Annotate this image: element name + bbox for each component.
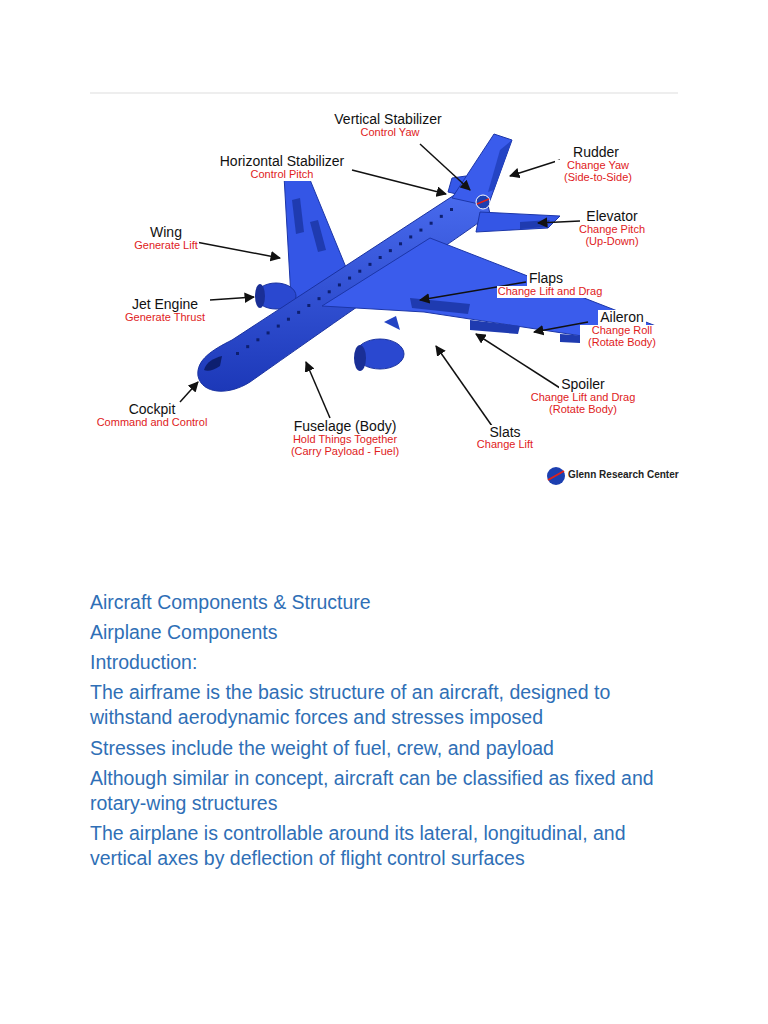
nasa-logo: [547, 467, 565, 485]
window: [450, 208, 453, 211]
window: [246, 345, 249, 348]
window: [430, 222, 433, 225]
window: [267, 331, 270, 334]
part-function: Control Pitch: [250, 169, 315, 181]
document-text: Airplane Components: [90, 620, 680, 645]
part-name: Aileron: [598, 310, 646, 325]
window: [409, 235, 412, 238]
nasa-meatball: [547, 467, 565, 485]
leader-arrow: [476, 334, 560, 388]
window: [297, 311, 300, 314]
part-function: Control Yaw: [360, 127, 421, 139]
document-text: The airframe is the basic structure of a…: [90, 680, 680, 731]
document-text: Although similar in concept, aircraft ca…: [90, 766, 680, 817]
window: [389, 249, 392, 252]
right-engine-intake: [354, 345, 366, 371]
rudder-surface: [488, 140, 512, 192]
nasa-tail-logo-swoosh: [477, 199, 489, 204]
leader-arrow: [510, 160, 560, 176]
leader-arrow: [180, 382, 198, 402]
part-function: Change Pitch (Up-Down): [571, 224, 653, 247]
part-function: Generate Thrust: [124, 312, 206, 324]
part-name: Fuselage (Body): [292, 419, 399, 434]
document-text: Stresses include the weight of fuel, cre…: [90, 736, 680, 761]
part-name: Spoiler: [559, 377, 607, 392]
window: [399, 242, 402, 245]
window: [440, 215, 443, 218]
document-text: The airplane is controllable around its …: [90, 821, 680, 872]
window: [318, 297, 321, 300]
leader-arrow: [436, 346, 492, 426]
leader-arrow: [538, 221, 580, 223]
window: [358, 270, 361, 273]
part-name: Cockpit: [127, 402, 178, 417]
nasa-tail-logo: [476, 195, 490, 209]
left-engine-intake: [255, 284, 265, 308]
cockpit-window: [204, 356, 222, 371]
window: [328, 290, 331, 293]
window: [256, 338, 259, 341]
part-name: Rudder: [571, 145, 621, 160]
window: [379, 256, 382, 259]
part-function: Change Roll (Rotate Body): [580, 325, 664, 348]
part-function: Command and Control: [96, 417, 209, 429]
window: [287, 318, 290, 321]
window: [419, 229, 422, 232]
leader-arrows: [180, 144, 588, 426]
flap-surface: [410, 298, 470, 314]
spoiler-surface: [470, 320, 520, 334]
nasa-swoosh: [548, 471, 564, 480]
left-wing-spoiler: [292, 198, 304, 234]
airplane: [198, 134, 656, 391]
part-function: Hold Things Together (Carry Payload - Fu…: [281, 434, 409, 457]
part-function: Generate Lift: [133, 240, 199, 252]
rule-line: [90, 93, 678, 94]
part-name: Horizontal Stabilizer: [218, 154, 347, 169]
leader-arrow: [210, 297, 254, 300]
part-name: Vertical Stabilizer: [332, 112, 443, 127]
part-function: Change Lift and Drag: [497, 286, 604, 298]
part-name: Jet Engine: [130, 297, 200, 312]
window: [277, 325, 280, 328]
logo-text: Glenn Research Center: [568, 470, 679, 481]
part-name: Slats: [487, 425, 522, 440]
part-function: Change Yaw (Side-to-Side): [555, 160, 641, 183]
window: [338, 283, 341, 286]
leader-arrow: [420, 144, 470, 190]
leader-arrow: [196, 242, 280, 258]
window: [307, 304, 310, 307]
part-function: Change Lift and Drag (Rotate Body): [525, 392, 641, 415]
engine-pylon: [384, 316, 400, 330]
part-name: Wing: [148, 225, 184, 240]
part-function: Change Lift: [476, 439, 534, 451]
elevator-surface: [520, 220, 550, 229]
part-name: Elevator: [584, 209, 639, 224]
part-name: Flaps: [527, 271, 565, 286]
leader-arrow: [352, 170, 446, 194]
leader-arrow: [306, 362, 330, 418]
window: [236, 352, 239, 355]
document-text: Aircraft Components & Structure: [90, 590, 680, 615]
left-wing-flap: [310, 220, 326, 252]
window: [368, 263, 371, 266]
window: [348, 277, 351, 280]
document-text: Introduction:: [90, 650, 680, 675]
